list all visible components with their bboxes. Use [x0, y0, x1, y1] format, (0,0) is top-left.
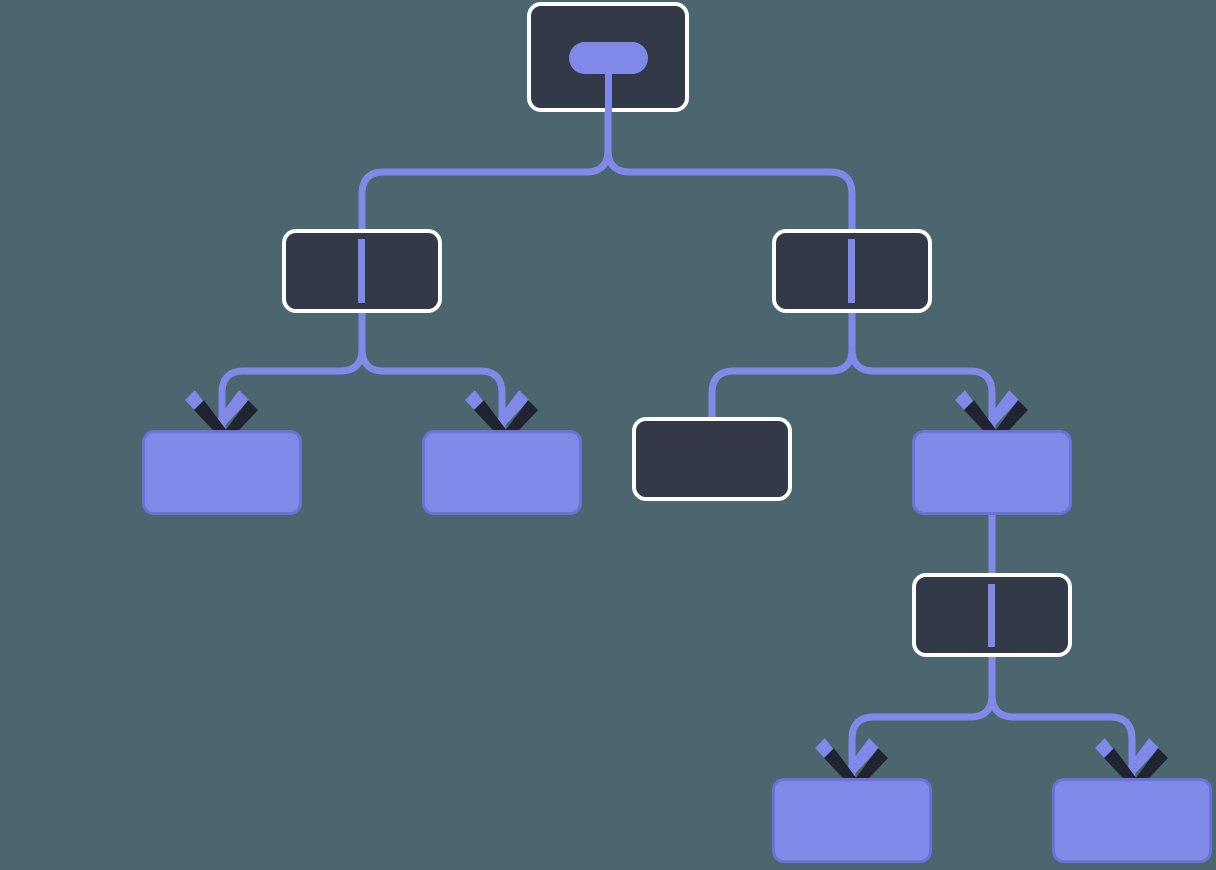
level3-dark-node-pass-through-line: [988, 584, 995, 647]
edge-level1-left-to-leaf-1-arrowhead-back: [185, 390, 249, 434]
edge-level3-to-leaf-4-arrowhead: [1104, 748, 1168, 792]
edge-level1-left-to-leaf-2: [358, 313, 506, 430]
leaf-node-1[interactable]: [142, 430, 302, 515]
edge-level1-right-to-branch: [848, 313, 996, 430]
leaf-node-3[interactable]: [772, 778, 932, 863]
edge-level1-right-to-branch-arrowhead: [964, 400, 1028, 444]
edge-level1-left-to-leaf-2-arrowhead-back: [465, 390, 529, 434]
edge-level1-right-to-dark-leaf: [708, 313, 856, 417]
root-node-pill-icon: [569, 42, 648, 74]
level1-right-node-pass-through-line: [848, 239, 855, 303]
leaf-node-4[interactable]: [1052, 778, 1212, 863]
edge-root-to-level1-right: [604, 112, 856, 229]
edge-level3-to-leaf-4-arrowhead-back: [1095, 738, 1159, 782]
edge-level1-left-to-leaf-2-arrowhead: [474, 400, 538, 444]
edge-level1-left-to-leaf-1-arrowhead: [194, 400, 258, 444]
edge-level3-to-leaf-3-arrowhead: [824, 748, 888, 792]
branch-node[interactable]: [912, 430, 1072, 515]
leaf-node-2[interactable]: [422, 430, 582, 515]
edge-level1-right-to-branch-arrowhead-back: [955, 390, 1019, 434]
edge-level3-to-leaf-3-arrowhead-back: [815, 738, 879, 782]
level1-left-node-pass-through-line: [358, 239, 365, 303]
root-node-stem: [605, 74, 612, 112]
edge-level3-to-leaf-4: [988, 657, 1136, 778]
edge-root-to-level1-left: [358, 112, 612, 229]
dark-leaf-node[interactable]: [632, 417, 792, 501]
